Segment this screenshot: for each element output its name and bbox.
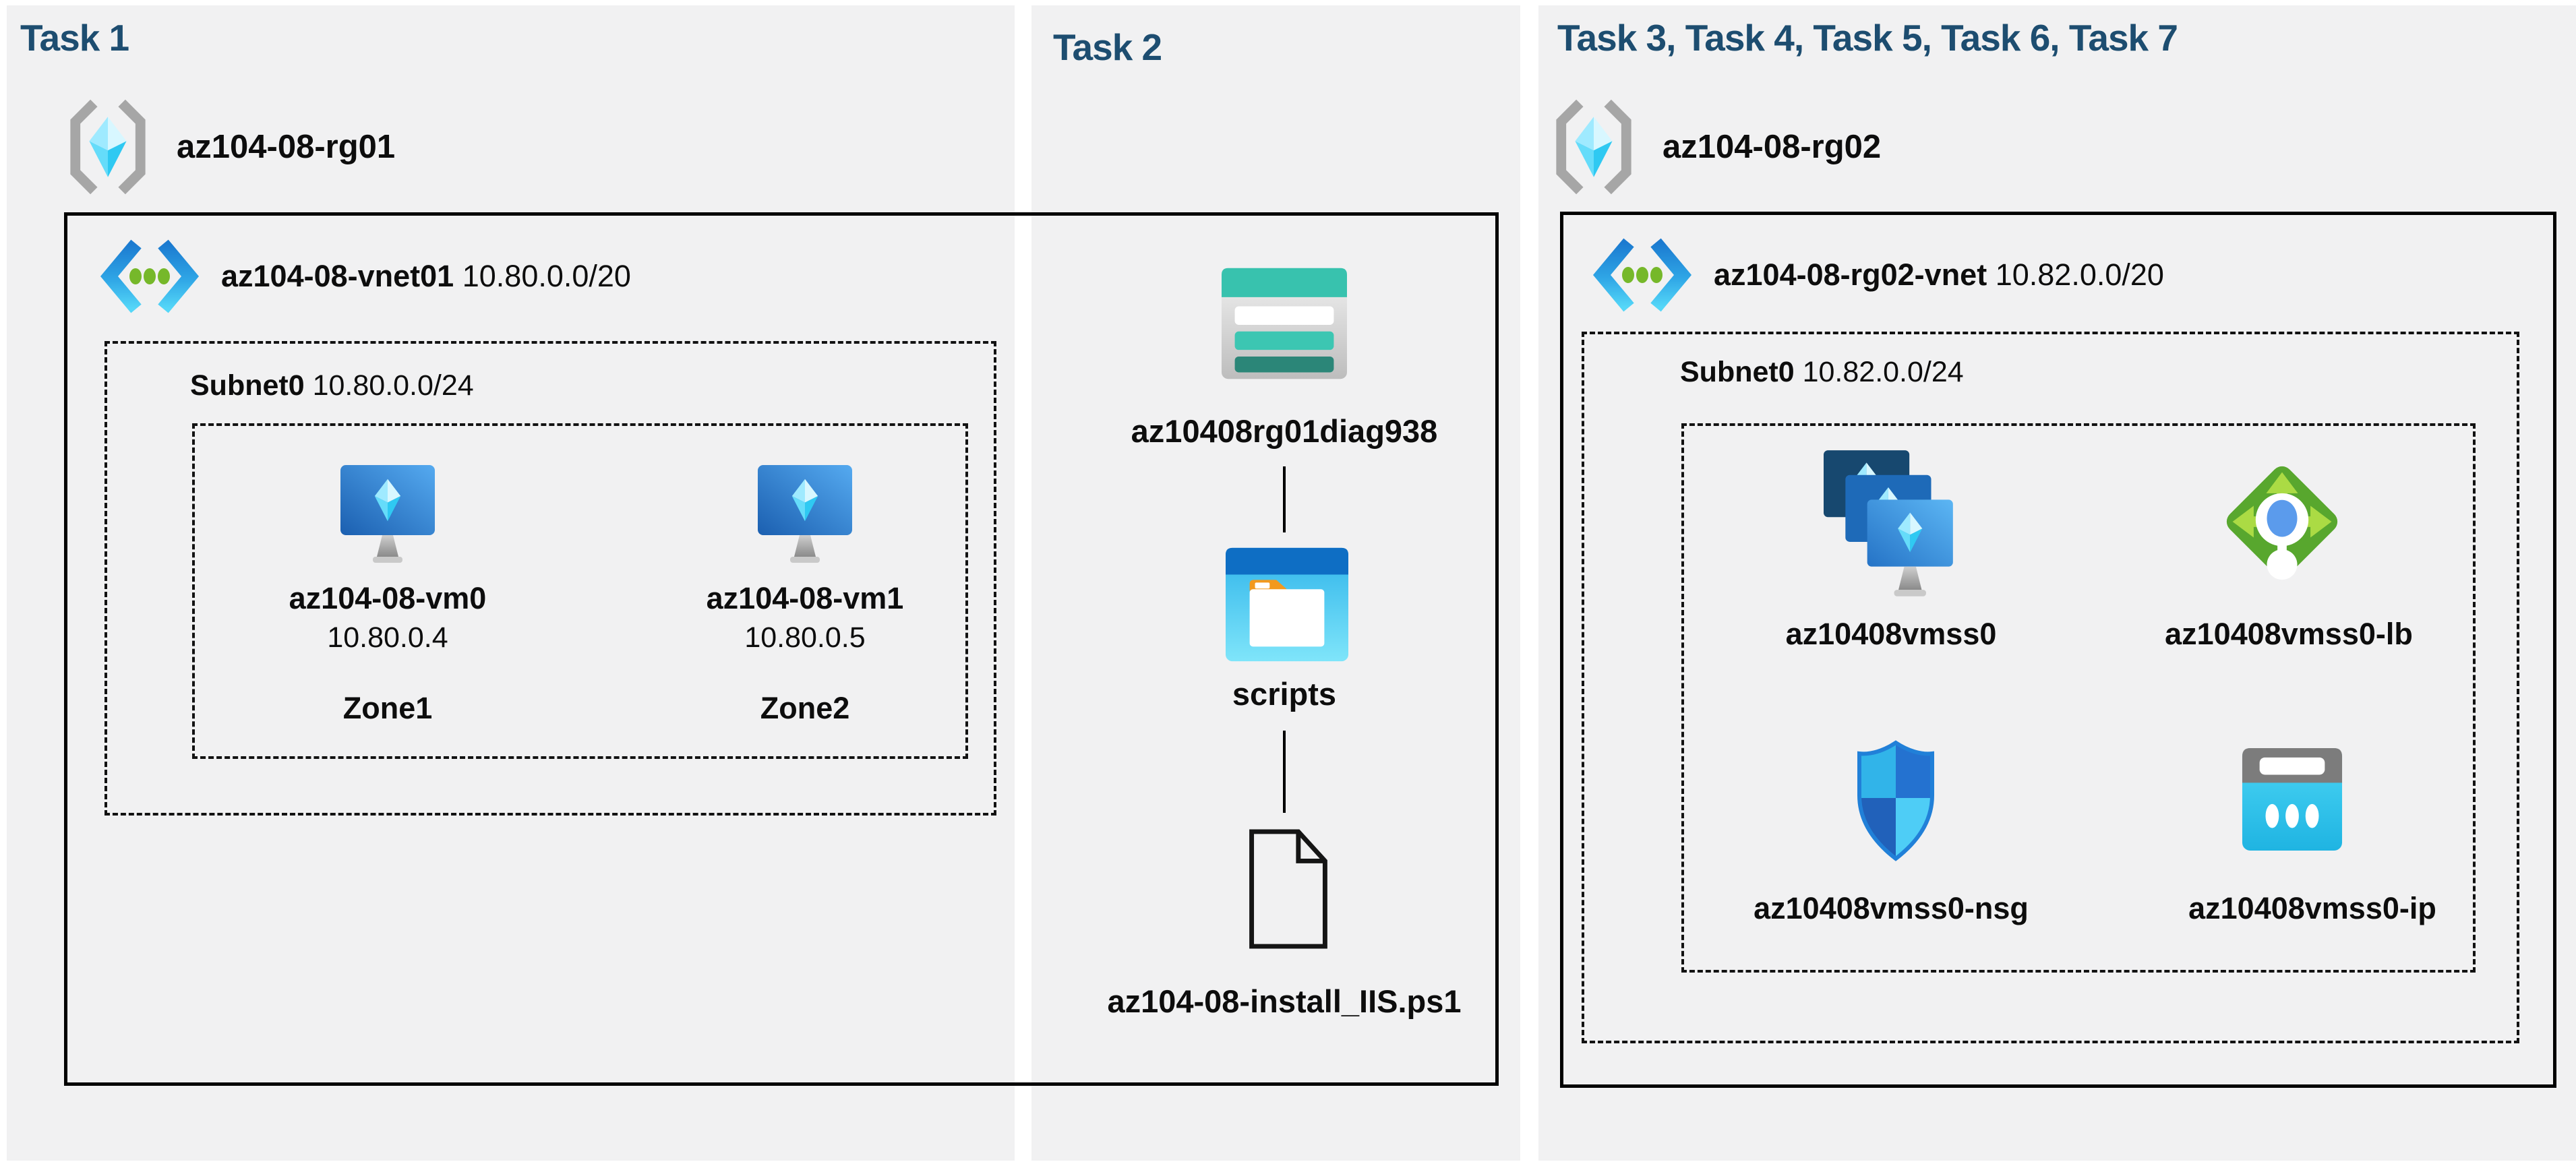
rg02-row: az104-08-rg02	[1551, 96, 1881, 198]
rg02-boundary-box	[1560, 212, 2556, 1088]
public-ip-icon	[2242, 748, 2343, 851]
blob-container-icon	[1226, 547, 1348, 662]
subnet0-cidr: 10.80.0.0/24	[312, 369, 474, 402]
task2-title: Task 2	[1053, 26, 1162, 68]
virtual-network-icon	[100, 239, 200, 313]
vnet02-row: az104-08-rg02-vnet 10.82.0.0/20	[1591, 236, 2164, 314]
container-label: scripts	[1232, 676, 1337, 712]
vnet01-label: az104-08-vnet01 10.80.0.0/20	[221, 259, 631, 294]
subnet0-name: Subnet0	[1680, 356, 1795, 388]
vm0-ip: 10.80.0.4	[327, 621, 448, 654]
resource-group-icon	[1556, 99, 1631, 195]
rg02-label: az104-08-rg02	[1663, 129, 1882, 165]
rg01-row: az104-08-rg01	[65, 96, 395, 198]
connector-line	[1283, 731, 1286, 813]
vnet01-row: az104-08-vnet01 10.80.0.0/20	[98, 237, 631, 315]
vm1-name: az104-08-vm1	[706, 581, 904, 615]
subnet0-label-task3: Subnet0 10.82.0.0/24	[1680, 356, 1964, 389]
panel-task3	[1538, 5, 2576, 1161]
subnet0-label-task1: Subnet0 10.80.0.0/24	[190, 369, 474, 402]
subnet0-name: Subnet0	[190, 369, 305, 402]
vnet02-cidr: 10.82.0.0/20	[1995, 257, 2164, 292]
vm1-ip: 10.80.0.5	[744, 621, 866, 654]
vnet02-label: az104-08-rg02-vnet 10.82.0.0/20	[1714, 257, 2164, 293]
file-icon	[1249, 829, 1327, 949]
nsg-label: az10408vmss0-nsg	[1754, 891, 2029, 925]
task1-title: Task 1	[20, 17, 129, 59]
resource-group-icon	[70, 99, 146, 195]
vm0-stack: az104-08-vm0 10.80.0.4 Zone1	[219, 465, 556, 726]
vmss-label: az10408vmss0	[1785, 617, 1997, 651]
vm1-zone: Zone2	[760, 691, 850, 725]
virtual-machine-icon	[758, 465, 852, 563]
subnet0-box-task1	[104, 341, 996, 816]
storage-account-icon	[1222, 268, 1347, 379]
connector-line	[1283, 466, 1286, 532]
task3-title: Task 3, Task 4, Task 5, Task 6, Task 7	[1557, 17, 2178, 59]
subnet0-box-task3	[1582, 332, 2519, 1043]
vm0-zone: Zone1	[342, 691, 433, 725]
vnet01-name: az104-08-vnet01	[221, 259, 454, 293]
virtual-network-icon	[1592, 238, 1692, 312]
vm1-stack: az104-08-vm1 10.80.0.5 Zone2	[636, 465, 974, 726]
load-balancer-icon	[2226, 466, 2338, 580]
load-balancer-label: az10408vmss0-lb	[2165, 617, 2413, 651]
nsg-icon	[1851, 739, 1940, 863]
storage-account-label: az10408rg01diag938	[1131, 413, 1438, 449]
subnet0-cidr: 10.82.0.0/24	[1802, 356, 1964, 388]
script-file-label: az104-08-install_IIS.ps1	[1107, 983, 1462, 1019]
panel-task1	[7, 5, 1015, 1161]
vnet02-name: az104-08-rg02-vnet	[1714, 257, 1987, 292]
rg01-label: az104-08-rg01	[177, 129, 396, 165]
vm0-name: az104-08-vm0	[289, 581, 487, 615]
rg01-boundary-box	[64, 212, 1499, 1086]
virtual-machine-icon	[340, 465, 435, 563]
public-ip-label: az10408vmss0-ip	[2188, 891, 2436, 925]
vnet01-cidr: 10.80.0.0/20	[462, 259, 631, 293]
vm-group-box	[192, 423, 968, 759]
vmss-icon	[1824, 450, 1953, 596]
vmss-group-box	[1681, 423, 2476, 973]
